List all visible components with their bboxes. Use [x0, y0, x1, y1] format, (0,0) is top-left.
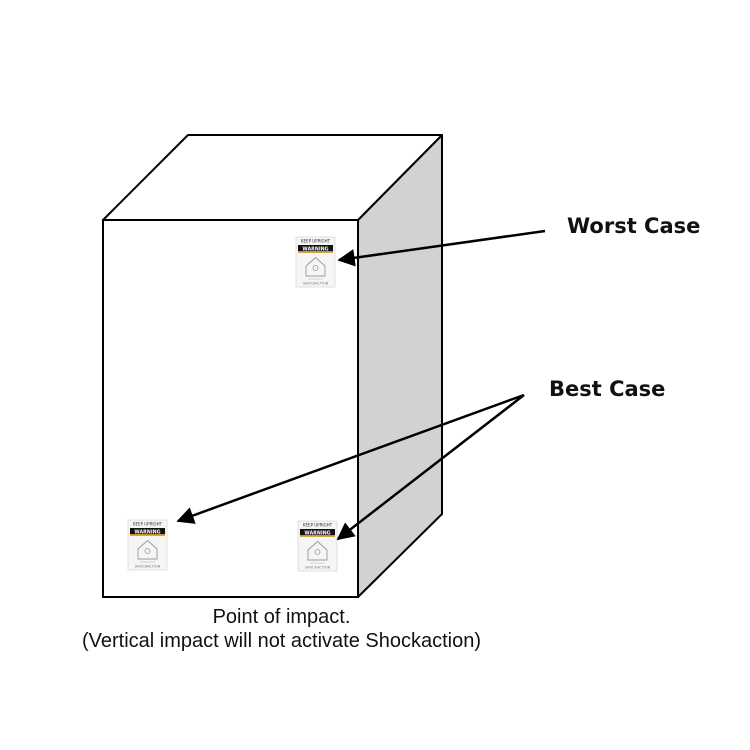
best-case-label: Best Case — [549, 377, 666, 401]
indicator-header-text: KEEP UPRIGHT — [133, 522, 163, 527]
worst-case-arrow — [337, 229, 546, 267]
indicator-header-text: KEEP UPRIGHT — [303, 523, 333, 528]
worst-case-label: Worst Case — [567, 214, 701, 238]
indicator-footer-text: SHOCKACTION — [135, 565, 161, 569]
indicator-warning-text: WARNING — [134, 529, 160, 535]
indicator-warning-text: WARNING — [302, 246, 328, 252]
indicator-header-text: KEEP UPRIGHT — [301, 239, 331, 244]
impact-caption-line-2: (Vertical impact will not activate Shock… — [81, 630, 482, 652]
best-case-arrow-right — [336, 394, 525, 541]
shock-indicator-bottom-left: KEEP UPRIGHT WARNING SHOCKACTION — [127, 519, 168, 571]
indicator-footer-text: SHOCKACTION — [303, 282, 329, 286]
indicator-footer-text: SHOCKACTION — [305, 566, 331, 570]
indicator-warning-text: WARNING — [304, 530, 330, 536]
impact-caption-line-1: Point of impact. — [212, 606, 351, 628]
shock-indicator-top: KEEP UPRIGHT WARNING SHOCKACTION — [295, 236, 336, 288]
shock-indicator-bottom-right: KEEP UPRIGHT WARNING SHOCKACTION — [297, 520, 338, 572]
best-case-arrow-left — [176, 393, 525, 524]
